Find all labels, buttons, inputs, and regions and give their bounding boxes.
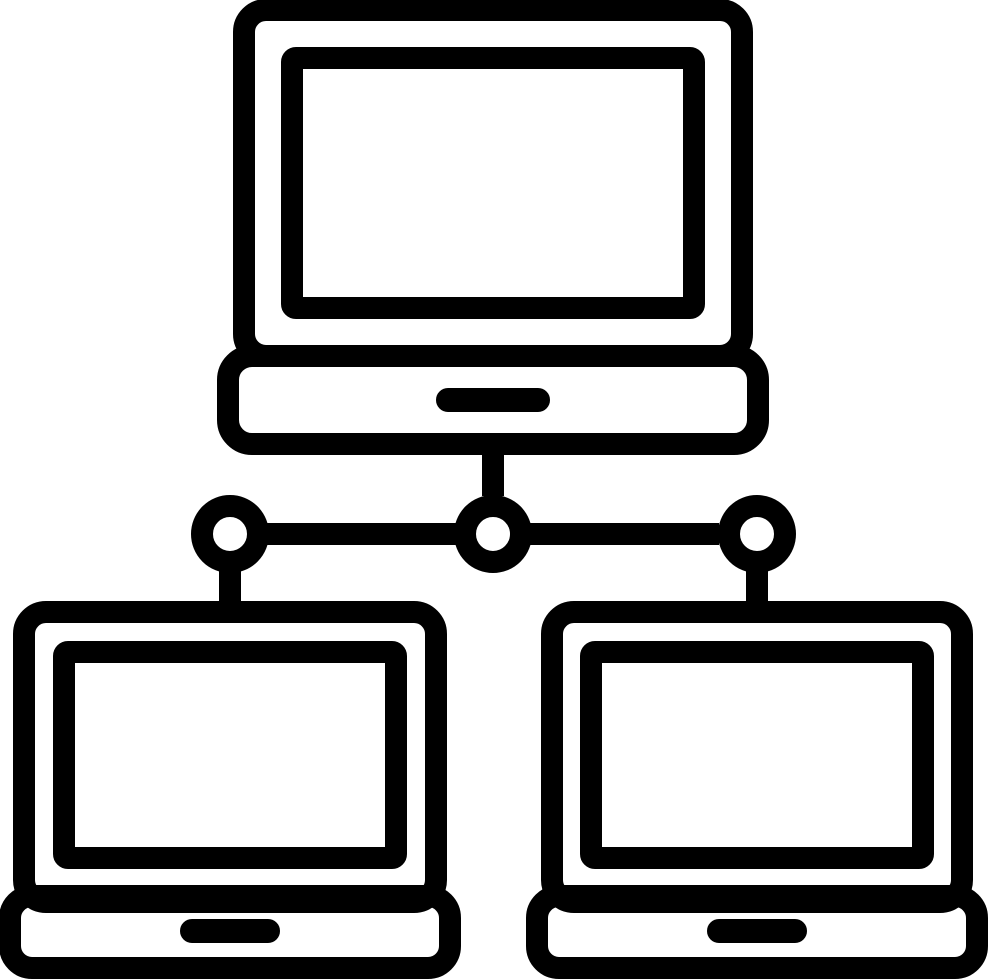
right-node-icon [718, 495, 796, 573]
bottom-left-laptop-trackpad [180, 919, 280, 943]
bottom-right-laptop-base [526, 885, 988, 979]
bottom-left-laptop-base [0, 885, 461, 979]
bottom-right-laptop-trackpad [707, 919, 807, 943]
center-node-icon [454, 495, 532, 573]
top-laptop-screen [281, 47, 705, 319]
bottom-left-laptop-screen [53, 641, 407, 869]
bottom-left-laptop-icon [0, 601, 461, 979]
network-connector [191, 444, 796, 612]
top-laptop-icon [217, 0, 769, 455]
top-laptop-trackpad [436, 388, 550, 412]
bottom-right-laptop-screen [580, 641, 934, 869]
left-node-icon [191, 495, 269, 573]
bottom-right-laptop-icon [526, 601, 988, 979]
